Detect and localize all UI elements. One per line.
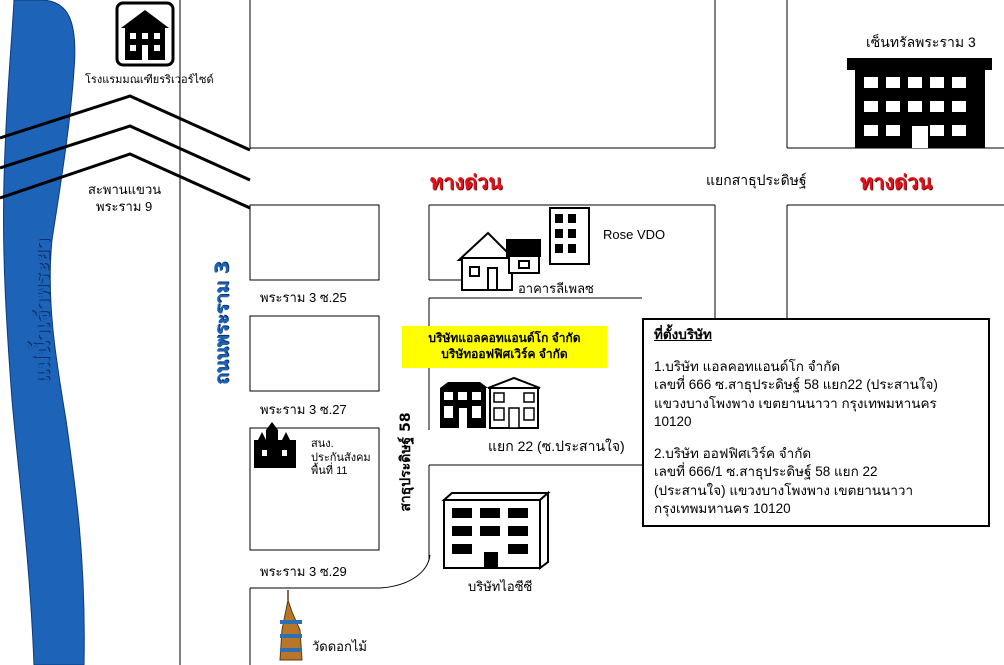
company1-line4: 10120 (654, 413, 692, 429)
bridge-label-line1: สะพานแขวน (88, 182, 162, 197)
central-building-icon (847, 58, 992, 148)
address-heading: ที่ตั้งบริษัท (654, 327, 712, 342)
company1-line1: 1.บริษัท แอลคอทแอนด์โก จำกัด (654, 359, 841, 375)
rose-vdo-label: Rose VDO (603, 227, 666, 242)
company-banner: บริษัทแอลคอทแอนด์โก จำกัด บริษัทออฟฟิศเว… (402, 326, 607, 368)
police-building-icon (254, 422, 296, 468)
rose-vdo-building-icon (549, 207, 590, 265)
river-label: แม่น้ำเจ้าพระยา (30, 238, 54, 384)
bridge-label-line2: พระราม 9 (96, 199, 153, 214)
company2-line2: เลขที่ 666/1 ซ.สาธุประดิษฐ์ 58 แยก 22 (654, 464, 878, 480)
rama3-road-label: ถนนพระราม 3 (211, 261, 233, 385)
social-security-label-1: สนง. (311, 438, 334, 450)
address-box: ที่ตั้งบริษัท 1.บริษัท แอลคอทแอนด์โก จำก… (642, 318, 990, 527)
company2-line4: กรุงเทพมหานคร 10120 (654, 500, 791, 516)
banner-line2: บริษัทออฟฟิศเวิร์ค จำกัด (441, 347, 568, 361)
company2-line3: (ประสานใจ) แขวงบางโพงพาง เขตยานนาวา (654, 482, 914, 498)
soi25-label: พระราม 3 ซ.25 (260, 290, 347, 305)
icc-label: บริษัทไอซีซี (468, 579, 533, 594)
company-houses-icon (440, 376, 541, 429)
expressway-label-left: ทางด่วน (430, 170, 503, 194)
company1-line3: แขวงบางโพงพาง เขตยานนาวา กรุงเทพมหานคร (654, 395, 937, 411)
lee-place-label: อาคารลีเพลซ (518, 281, 594, 296)
soi27-label: พระราม 3 ซ.27 (260, 402, 347, 417)
expressway-label-right: ทางด่วน (860, 170, 933, 194)
icc-building-icon (441, 490, 551, 570)
company1-line2: เลขที่ 666 ซ.สาธุประดิษฐ์ 58 แยก22 (ประส… (654, 377, 938, 393)
central-label: เซ็นทรัลพระราม 3 (866, 34, 976, 50)
soi29-label: พระราม 3 ซ.29 (260, 564, 347, 579)
hotel-icon (115, 1, 175, 67)
social-security-label-2: ประกันสังคม (311, 452, 371, 464)
house-icon (456, 231, 541, 291)
river (2, 0, 85, 665)
temple-icon (279, 590, 303, 661)
temple-label: วัดดอกไม้ (312, 639, 367, 654)
satupradit-road-label: สาธุประดิษฐ์ 58 (398, 412, 414, 512)
social-security-label-3: พื้นที่ 11 (311, 465, 348, 477)
hotel-label: โรงแรมมณเฑียรริเวอร์ไซด์ (85, 74, 214, 86)
satupradit-junction-label: แยกสาธุประดิษฐ์ (706, 172, 807, 188)
bridge (0, 94, 251, 210)
yaek22-label: แยก 22 (ซ.ประสานใจ) (488, 438, 625, 454)
company2-line1: 2.บริษัท ออฟฟิศเวิร์ค จำกัด (654, 446, 812, 462)
banner-line1: บริษัทแอลคอทแอนด์โก จำกัด (428, 331, 581, 346)
